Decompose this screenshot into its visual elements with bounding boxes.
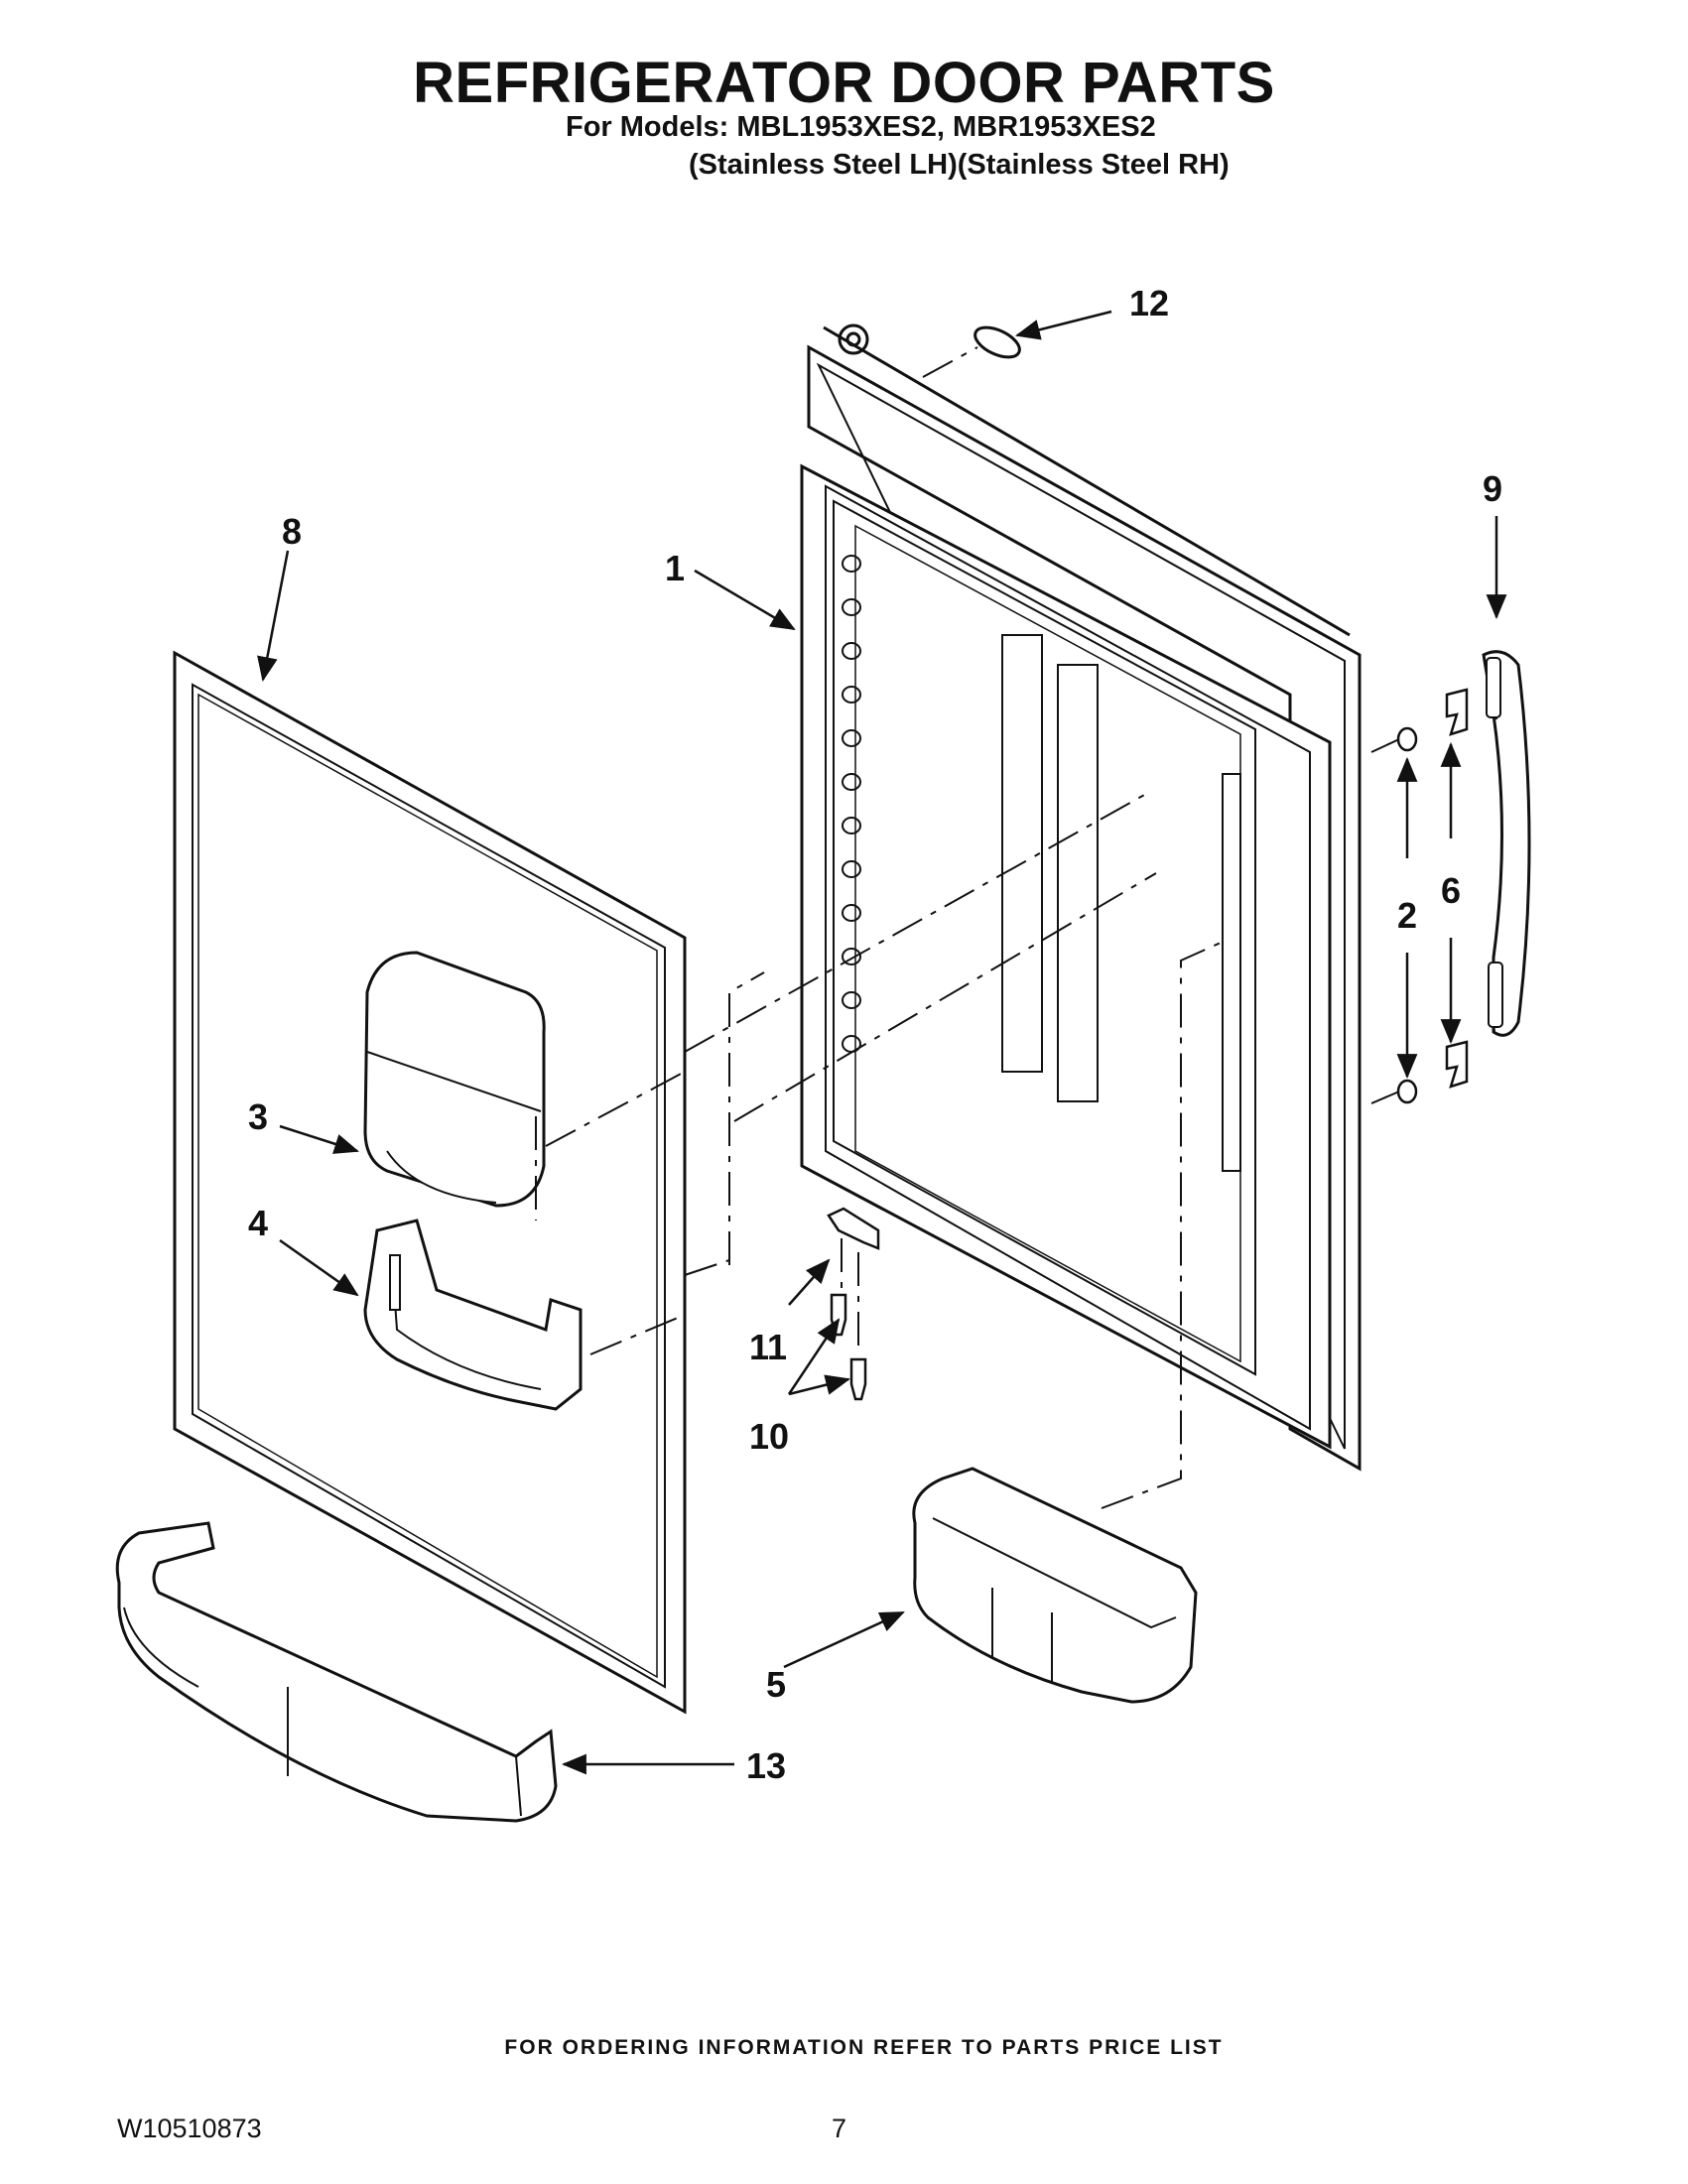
bracket-part-11 (827, 1207, 880, 1250)
document-number: W10510873 (117, 2114, 262, 2143)
callout-1: 1 (665, 548, 685, 588)
handle-part-9 (1482, 650, 1531, 1037)
ordering-note: FOR ORDERING INFORMATION REFER TO PARTS … (504, 2036, 1224, 2059)
models-line: For Models: MBL1953XES2, MBR1953XES2 (566, 111, 1156, 143)
callout-2: 2 (1397, 895, 1417, 936)
callout-13: 13 (746, 1745, 786, 1786)
callout-9: 9 (1483, 468, 1502, 509)
callout-4: 4 (248, 1203, 268, 1243)
callout-11: 11 (749, 1327, 787, 1367)
callout-8: 8 (282, 511, 302, 552)
page-title: REFRIGERATOR DOOR PARTS (413, 51, 1275, 115)
door-liner-part-1 (800, 323, 1362, 1472)
handle-clip-part-6 (1445, 688, 1469, 1089)
callout-leaders (257, 310, 1507, 1775)
door-bin-part-5 (912, 1467, 1198, 1704)
door-bin-part-13 (115, 1521, 558, 1823)
callout-10: 10 (749, 1416, 789, 1457)
liner-clip-bumps (842, 555, 861, 1053)
alignment-phantom-lines (535, 346, 1400, 1509)
callout-12: 12 (1129, 283, 1169, 323)
page-number: 7 (832, 2114, 847, 2143)
callout-6: 6 (1441, 870, 1461, 911)
plug-part-12 (974, 325, 1021, 359)
screw-cap-part-2 (1396, 726, 1418, 1104)
variants-line: (Stainless Steel LH)(Stainless Steel RH) (689, 149, 1230, 181)
bin-cover-part-3 (363, 951, 546, 1208)
callout-3: 3 (248, 1096, 268, 1137)
callout-5: 5 (766, 1664, 786, 1705)
bin-part-4 (363, 1219, 583, 1411)
